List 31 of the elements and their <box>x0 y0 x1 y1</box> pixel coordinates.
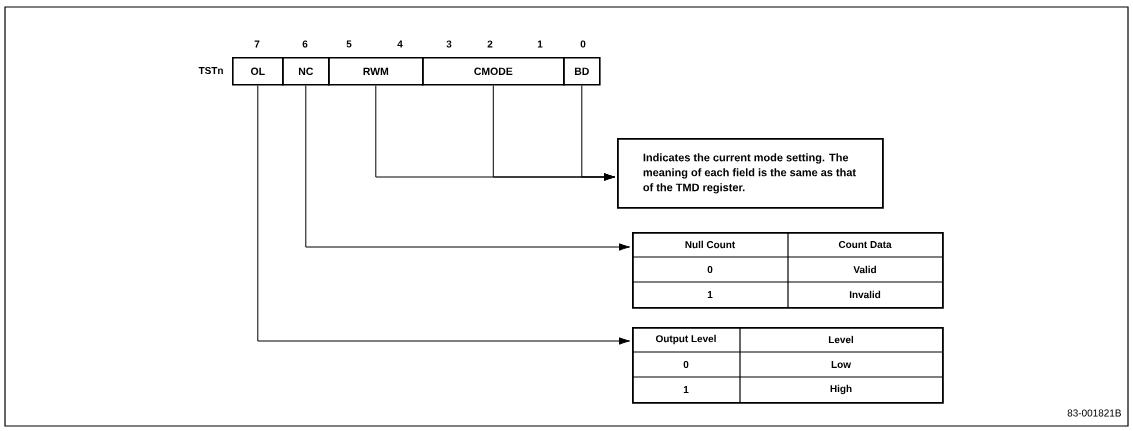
table-cell: Invalid <box>849 290 881 299</box>
register-field: NC <box>282 57 330 86</box>
description-box: Indicates the current mode setting. The meaning of each field is the same as that of the TMD register. <box>617 138 884 209</box>
bit-number: 0 <box>580 40 586 48</box>
table-cell: 0 <box>707 266 713 274</box>
table-cell: 0 <box>683 361 689 369</box>
table-cell: Low <box>831 361 851 368</box>
bit-number: 4 <box>397 40 403 48</box>
bit-number: 5 <box>346 40 352 48</box>
bit-number: 7 <box>254 40 260 48</box>
table-cell: Count Data <box>838 241 892 249</box>
figure-number: 83-001821B <box>1067 409 1121 417</box>
register-field: BD <box>563 57 601 86</box>
table-cell: Level <box>828 335 854 344</box>
register-field: RWM <box>328 57 424 86</box>
table-cell: 1 <box>707 291 713 298</box>
bit-number: 2 <box>487 40 493 48</box>
arrow <box>581 85 615 181</box>
table-cell: Output Level <box>655 334 716 345</box>
table-cell: Valid <box>853 265 876 274</box>
table-cell: Null Count <box>685 240 736 249</box>
register-field: CMODE <box>422 57 565 86</box>
bit-number: 1 <box>537 40 543 48</box>
arrow <box>257 85 630 345</box>
register-name: TSTn <box>198 67 223 75</box>
bit-number: 6 <box>302 40 308 48</box>
table-cell: 1 <box>683 386 689 393</box>
bit-number: 3 <box>446 40 452 48</box>
register-field: OL <box>232 57 284 86</box>
table-cell: High <box>830 384 852 395</box>
arrow <box>305 85 630 251</box>
